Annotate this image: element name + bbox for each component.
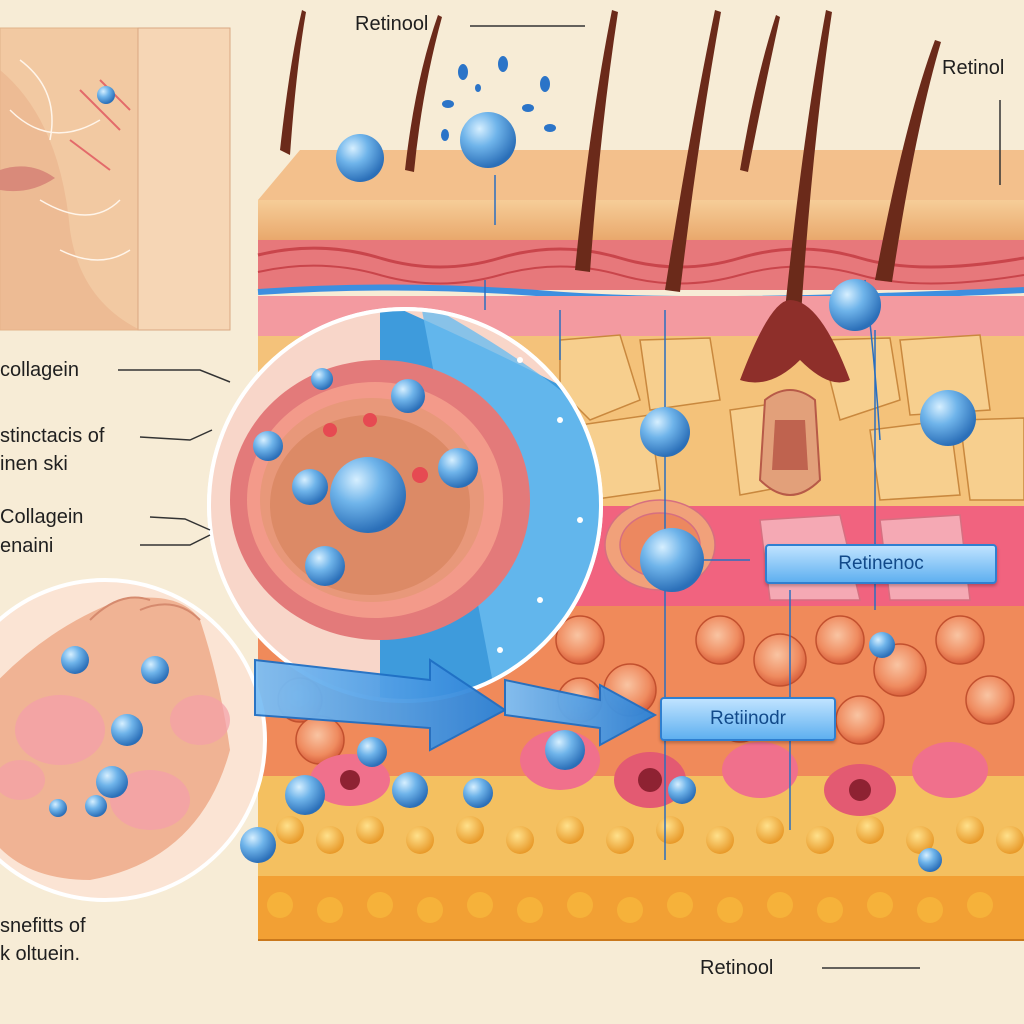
label-effects-line-1: stinctacis of — [0, 425, 105, 447]
face-closeup-panel — [0, 27, 231, 331]
label-collagen-1: collagein — [0, 359, 79, 381]
label-bottom: Retinool — [700, 957, 774, 979]
label-collagen-2-line-1: Collagein — [0, 506, 84, 528]
label-box-retiinodr: Retiinodr — [660, 697, 836, 741]
magnified-view — [207, 307, 603, 703]
label-effects-line-2: inen ski — [0, 453, 68, 475]
flow-arrows — [254, 658, 658, 752]
blood-vessels — [310, 730, 988, 816]
label-top-center: Retinool — [355, 13, 429, 35]
label-box-retinenoc: Retinenoc — [765, 544, 997, 584]
label-benefits-line-1: snefitts of — [0, 915, 86, 937]
hair-shafts — [280, 10, 941, 362]
fat-globules — [267, 816, 1024, 923]
retinol-molecules — [49, 56, 976, 872]
label-top-right: Retinol — [942, 57, 1005, 79]
label-benefits-line-2: k oltuein. — [0, 943, 81, 965]
label-collagen-2-line-2: enaini — [0, 535, 54, 557]
hair-follicle — [740, 300, 850, 496]
label-leaders — [118, 25, 1001, 969]
